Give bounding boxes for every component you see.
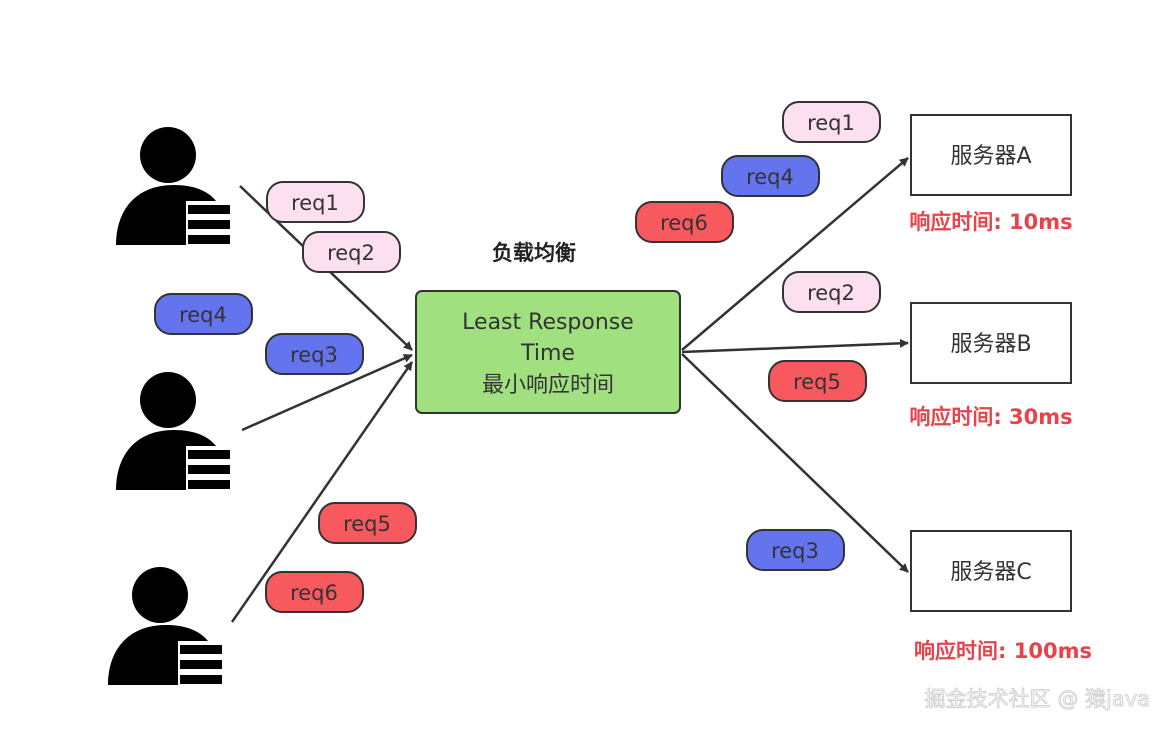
svg-text:req1: req1 bbox=[291, 191, 339, 215]
client-user-icon-1 bbox=[116, 127, 230, 245]
request-pill: req1 bbox=[782, 101, 881, 143]
server-b-node: 服务器B 响应时间: 30ms bbox=[909, 302, 1073, 429]
request-pill: req2 bbox=[782, 271, 881, 313]
server-a-response-time: 响应时间: 10ms bbox=[909, 210, 1072, 234]
request-pill: req6 bbox=[635, 201, 734, 243]
request-pill: req5 bbox=[768, 360, 867, 402]
server-c-box bbox=[910, 530, 1072, 612]
request-pill: req6 bbox=[265, 571, 364, 613]
svg-text:req3: req3 bbox=[771, 539, 819, 563]
request-pill: req4 bbox=[154, 293, 253, 335]
load-balancer-node: Least Response Time 最小响应时间 bbox=[415, 290, 681, 414]
request-pill: req3 bbox=[265, 333, 364, 375]
server-a-label: 服务器A bbox=[950, 144, 1031, 169]
server-b-label: 服务器B bbox=[950, 332, 1031, 357]
request-pill: req4 bbox=[721, 155, 820, 197]
server-b-response-time: 响应时间: 30ms bbox=[909, 405, 1072, 429]
svg-text:req4: req4 bbox=[179, 303, 227, 327]
svg-text:req2: req2 bbox=[807, 281, 855, 305]
server-a-node: 服务器A 响应时间: 10ms bbox=[909, 114, 1073, 234]
server-a-box bbox=[910, 114, 1072, 196]
arrow-balancer-to-server-a bbox=[681, 157, 909, 351]
request-pill: req5 bbox=[318, 502, 417, 544]
server-c-label: 服务器C bbox=[950, 560, 1031, 585]
server-b-box bbox=[910, 302, 1072, 384]
load-balancer-label-line1: Least Response bbox=[462, 310, 634, 335]
svg-text:req1: req1 bbox=[807, 111, 855, 135]
diagram-title: 负载均衡 bbox=[492, 241, 576, 265]
svg-text:req2: req2 bbox=[327, 241, 375, 265]
svg-text:req6: req6 bbox=[660, 211, 708, 235]
svg-text:req3: req3 bbox=[290, 343, 338, 367]
load-balancer-label-line3: 最小响应时间 bbox=[482, 373, 614, 398]
load-balancer-label-line2: Time bbox=[520, 341, 575, 366]
server-c-response-time: 响应时间: 100ms bbox=[914, 639, 1092, 663]
svg-text:req5: req5 bbox=[793, 370, 841, 394]
client-user-icon-2 bbox=[116, 372, 230, 490]
request-pill: req3 bbox=[746, 529, 845, 571]
load-balancer-box bbox=[415, 290, 681, 414]
arrow-client2-to-balancer bbox=[241, 353, 413, 432]
request-pill: req2 bbox=[302, 231, 401, 273]
svg-text:req6: req6 bbox=[290, 581, 338, 605]
arrow-balancer-to-server-c bbox=[681, 353, 909, 573]
svg-text:req4: req4 bbox=[746, 165, 794, 189]
server-c-node: 服务器C 响应时间: 100ms bbox=[910, 530, 1092, 663]
arrow-balancer-to-server-b bbox=[681, 338, 909, 354]
watermark: 掘金技术社区 @ 猿java bbox=[925, 687, 1150, 711]
svg-text:req5: req5 bbox=[343, 512, 391, 536]
request-pill: req1 bbox=[266, 181, 365, 223]
arrow-client3-to-balancer bbox=[230, 361, 414, 623]
client-user-icon-3 bbox=[108, 567, 222, 685]
